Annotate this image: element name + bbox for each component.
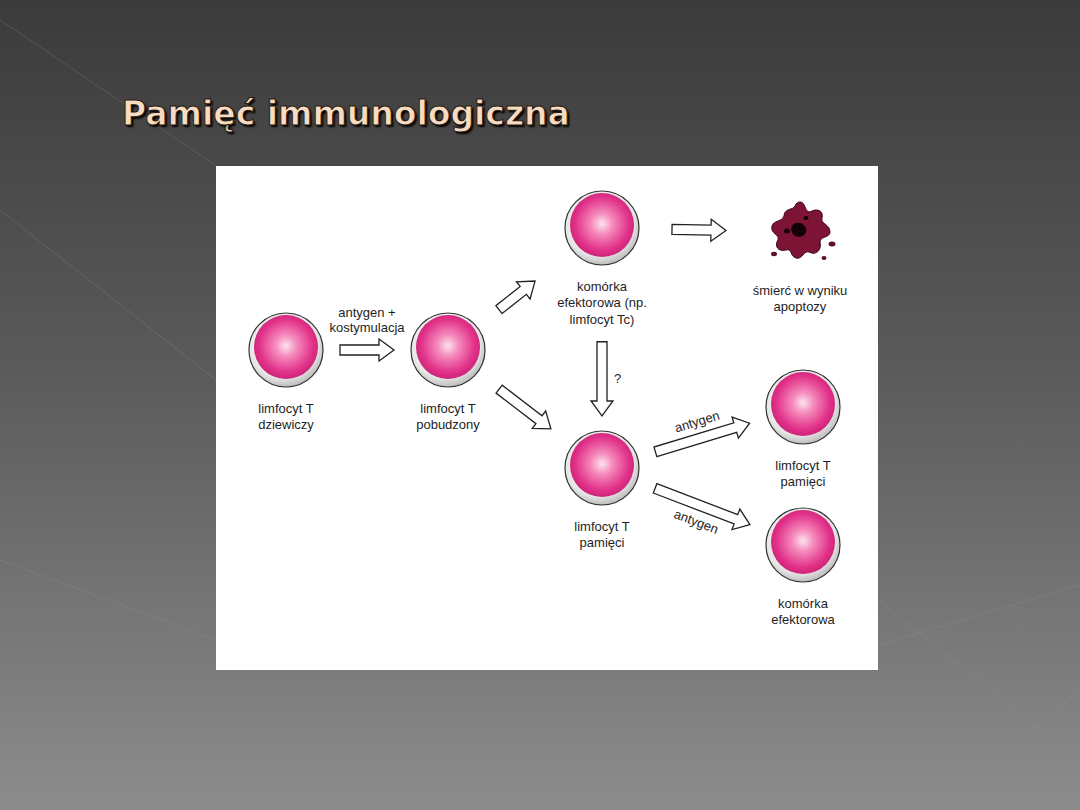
lymphocyte-cell: limfocyt T dziewiczy: [246, 312, 326, 434]
arrow-label: ?: [614, 371, 621, 387]
block-arrow: [672, 219, 726, 241]
cell-drawing: [762, 194, 838, 270]
slide-title: Pamięć immunologiczna: [122, 94, 570, 133]
lymphocyte-cell: komórka efektorowa (np. limfocyt Tc): [546, 190, 658, 328]
cell-drawing: [765, 369, 841, 445]
cell-icon: [410, 312, 486, 388]
cell-drawing: [564, 430, 640, 506]
node-label: limfocyt T dziewiczy: [246, 401, 326, 434]
lymphocyte-cell: limfocyt T pamięci: [763, 369, 843, 491]
cell-icon: [765, 369, 841, 445]
cell-drawing: [410, 312, 486, 388]
lymphocyte-cell: limfocyt T pamięci: [562, 430, 642, 552]
block-arrow: [340, 339, 394, 361]
cell-icon: [765, 507, 841, 583]
block-arrow: [496, 281, 535, 313]
lymphocyte-cell: limfocyt T pobudzony: [408, 312, 488, 434]
node-label: limfocyt T pobudzony: [408, 401, 488, 434]
apoptosis-icon: [762, 194, 838, 270]
cell-icon: [564, 430, 640, 506]
block-arrow: [496, 385, 551, 429]
block-arrow: [591, 342, 613, 416]
node-label: śmierć w wyniku apoptozy: [740, 283, 860, 316]
node-label: limfocyt T pamięci: [562, 519, 642, 552]
cell-icon: [564, 190, 640, 266]
arrow-label: antygen: [673, 407, 722, 435]
node-label: komórka efektorowa: [763, 596, 843, 629]
cell-drawing: [564, 190, 640, 266]
arrow-label: antygen + kostymulacja: [329, 305, 404, 336]
cell-drawing: [765, 507, 841, 583]
apoptotic-cell: śmierć w wyniku apoptozy: [740, 194, 860, 316]
cell-drawing: [248, 312, 324, 388]
lymphocyte-cell: komórka efektorowa: [763, 507, 843, 629]
cell-icon: [248, 312, 324, 388]
node-label: komórka efektorowa (np. limfocyt Tc): [546, 279, 658, 328]
node-label: limfocyt T pamięci: [763, 458, 843, 491]
arrow-label: antygen: [672, 507, 721, 538]
